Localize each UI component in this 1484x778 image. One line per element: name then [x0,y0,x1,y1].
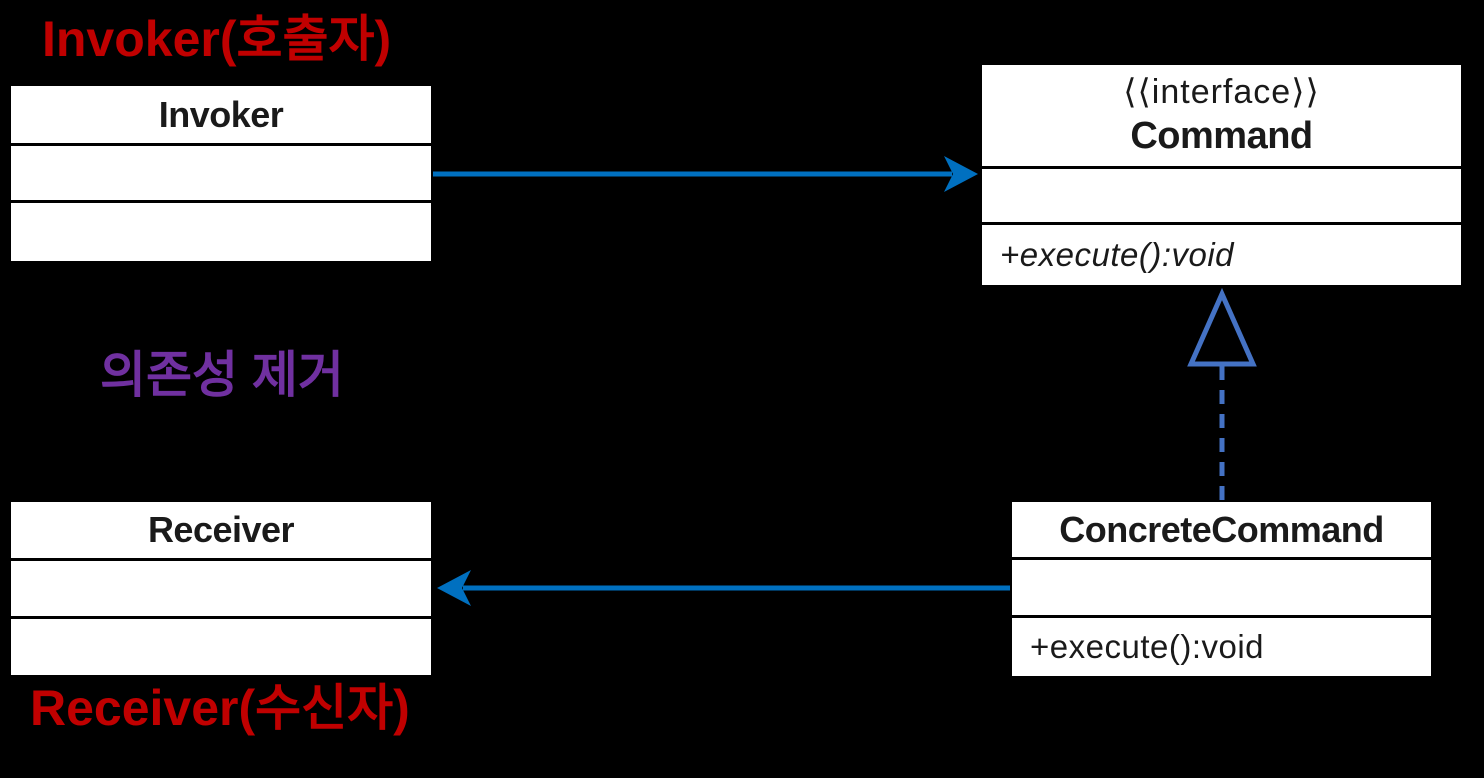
receiver-operations-compartment [11,616,431,675]
invoker-role-annotation: Invoker(호출자) [42,11,392,67]
command-class-name: Command [1130,115,1313,157]
command-interface-stereotype: ⟨⟨interface⟩⟩ [1123,72,1320,111]
command-attributes-compartment [982,166,1461,222]
concrete-command-attributes-compartment [1012,557,1431,615]
invoker-class-box: Invoker [9,84,433,263]
invoker-class-name: Invoker [158,93,284,135]
receiver-class-name: Receiver [147,509,295,550]
command-name-compartment: ⟨⟨interface⟩⟩ Command [982,65,1461,166]
invoker-attributes-compartment [11,143,431,200]
receiver-attributes-compartment [11,558,431,616]
command-operations-compartment: +execute():void [982,222,1461,285]
command-interface-box: ⟨⟨interface⟩⟩ Command +execute():void [980,63,1463,287]
receiver-role-annotation: Receiver(수신자) [30,680,410,736]
concrete-command-to-receiver-arrowhead [437,570,471,606]
receiver-class-box: Receiver [9,500,433,677]
concrete-command-operations-compartment: +execute():void [1012,615,1431,676]
invoker-operations-compartment [11,200,431,261]
concrete-command-class-name: ConcreteCommand [1059,508,1384,550]
realization-hollow-triangle [1187,287,1257,367]
concrete-command-class-box: ConcreteCommand +execute():void [1010,500,1433,678]
invoker-to-command-arrowhead [944,156,978,192]
dependency-removal-annotation: 의존성 제거 [100,347,344,403]
